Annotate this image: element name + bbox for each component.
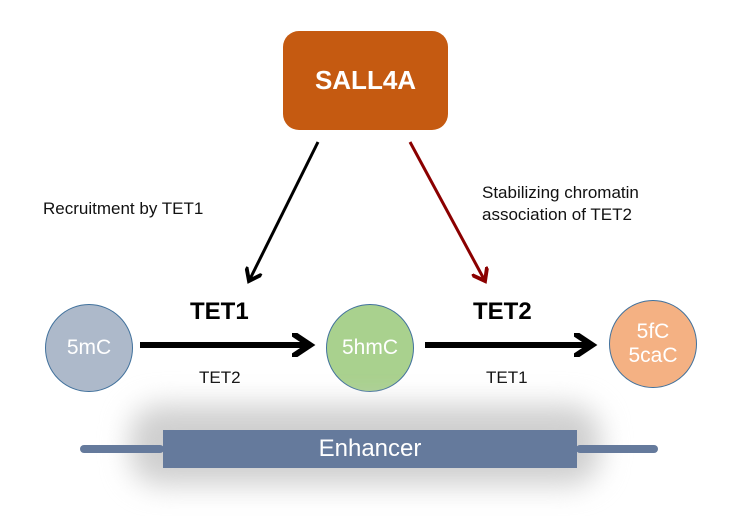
stabilizing-label: Stabilizing chromatin association of TET… xyxy=(482,182,639,226)
stabilizing-label-line1: Stabilizing chromatin xyxy=(482,183,639,202)
node-5hmc: 5hmC xyxy=(326,304,414,392)
node-5fc-label: 5fC xyxy=(636,320,670,343)
recruitment-label: Recruitment by TET1 xyxy=(43,199,204,218)
enhancer-region: Enhancer xyxy=(163,430,577,468)
sall4a-label: SALL4A xyxy=(314,65,417,95)
node-5cac-label: 5caC xyxy=(628,344,678,367)
node-5mc-label: 5mC xyxy=(66,336,112,359)
node-5hmc-label: 5hmC xyxy=(341,336,399,359)
reaction-1-secondary-enzyme: TET2 xyxy=(199,368,241,387)
node-5fc-5cac: 5fC 5caC xyxy=(609,300,697,388)
recruitment-arrow xyxy=(249,141,320,281)
dna-strand-right xyxy=(576,445,658,453)
reaction-1-primary-enzyme: TET1 xyxy=(190,298,249,325)
dna-strand-left xyxy=(80,445,164,453)
reaction-2-secondary-enzyme: TET1 xyxy=(486,368,528,387)
node-5mc: 5mC xyxy=(45,304,133,392)
sall4a-node: SALL4A xyxy=(283,31,448,130)
reaction-2-primary-enzyme: TET2 xyxy=(473,298,532,325)
stabilizing-arrow xyxy=(408,141,485,281)
enhancer-label: Enhancer xyxy=(318,435,422,462)
stabilizing-label-line2: association of TET2 xyxy=(482,205,632,224)
